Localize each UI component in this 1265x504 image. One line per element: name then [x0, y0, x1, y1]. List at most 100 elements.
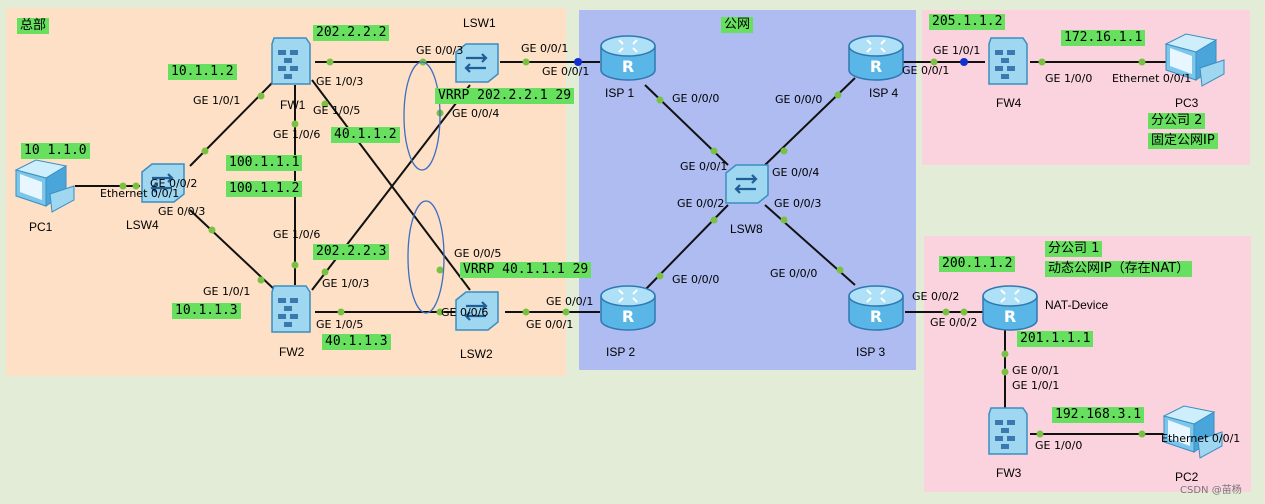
device-label-lsw1: LSW1 [463, 16, 496, 30]
link-isp4-lsw8 [764, 77, 856, 166]
zone-title-branch2-line1: 分公司 2 [1148, 113, 1206, 129]
port-label: GE 0/0/1 [1012, 364, 1060, 377]
port-label: GE 0/0/0 [672, 92, 720, 105]
address-label: 40.1.1.2 [331, 127, 400, 143]
port-label: GE 1/0/1 [193, 94, 241, 107]
port-label: GE 1/0/6 [273, 128, 321, 141]
address-label: 100.1.1.1 [226, 155, 303, 171]
port-label: GE 1/0/1 [203, 285, 251, 298]
port-label: GE 0/0/3 [158, 205, 206, 218]
port-label: GE 1/0/1 [933, 44, 981, 57]
zone-title-branch1-line1: 分公司 1 [1045, 241, 1103, 257]
device-label-isp3: ISP 3 [856, 345, 886, 359]
watermark: CSDN @苗杨 [1180, 485, 1242, 496]
device-label-pc3: PC3 [1175, 96, 1199, 110]
port-label: GE 0/0/4 [772, 166, 820, 179]
svg-text:R: R [1004, 307, 1016, 326]
address-label: 10.1.1.3 [172, 303, 241, 319]
address-label: 205.1.1.2 [929, 14, 1006, 30]
pc-icon[interactable] [12, 156, 76, 218]
port-label: GE 0/0/4 [452, 107, 500, 120]
vrrp-label: VRRP 202.2.2.1 29 [435, 88, 575, 104]
firewall-icon[interactable] [266, 284, 312, 334]
vrrp-label: VRRP 40.1.1.1 29 [460, 262, 592, 278]
device-label-pc2: PC2 [1175, 470, 1199, 484]
port-label: GE 0/0/3 [774, 197, 822, 210]
port-label: Ethernet 0/0/1 [1112, 72, 1192, 85]
port-label: GE 1/0/5 [316, 318, 364, 331]
address-label: 192.168.3.1 [1052, 407, 1145, 423]
port-label: GE 1/0/0 [1045, 72, 1093, 85]
svg-text:R: R [870, 57, 882, 76]
address-label: 10 1.1.0 [21, 143, 90, 159]
zone-title-internet: 公网 [721, 17, 754, 33]
port-label: GE 1/0/3 [322, 277, 370, 290]
device-label-isp2: ISP 2 [606, 345, 636, 359]
switch-icon[interactable] [138, 162, 188, 204]
zone-title-branch1-line2: 动态公网IP（存在NAT） [1045, 261, 1193, 277]
port-label: GE 1/0/6 [273, 228, 321, 241]
firewall-icon[interactable] [266, 36, 312, 86]
port-label: GE 0/0/1 [521, 42, 569, 55]
port-label: GE 0/0/2 [930, 316, 978, 329]
zone-title-hq: 总部 [17, 18, 50, 34]
vrrp-group-ellipse-bottom [407, 200, 445, 314]
switch-icon[interactable] [722, 163, 772, 205]
device-label-fw3: FW3 [996, 466, 1022, 480]
router-icon[interactable]: R [979, 284, 1041, 334]
device-label-pc1: PC1 [29, 220, 53, 234]
device-label-fw1: FW1 [280, 98, 306, 112]
firewall-icon[interactable] [983, 36, 1029, 86]
port-label: GE 0/0/2 [150, 177, 198, 190]
address-label: 100.1.1.2 [226, 181, 303, 197]
router-icon[interactable]: R [845, 34, 907, 84]
router-icon[interactable]: R [597, 34, 659, 84]
device-label-lsw2: LSW2 [460, 347, 493, 361]
port-label: GE 1/0/1 [1012, 379, 1060, 392]
address-label: 202.2.2.2 [313, 25, 390, 41]
port-label: GE 0/0/6 [441, 306, 489, 319]
port-label: GE 1/0/3 [316, 75, 364, 88]
device-label-nat: NAT-Device [1045, 298, 1109, 312]
port-label: GE 0/0/2 [677, 197, 725, 210]
switch-icon[interactable] [452, 42, 502, 84]
port-label: GE 0/0/1 [542, 65, 590, 78]
port-label: GE 0/0/5 [454, 247, 502, 260]
port-label: GE 0/0/0 [770, 267, 818, 280]
zone-title-branch2-line2: 固定公网IP [1148, 133, 1218, 149]
port-label: Ethernet 0/0/1 [100, 187, 180, 200]
svg-text:R: R [870, 307, 882, 326]
firewall-icon[interactable] [983, 406, 1029, 456]
address-label: 40.1.1.3 [322, 334, 391, 350]
port-label: GE 0/0/3 [416, 44, 464, 57]
port-label: Ethernet 0/0/1 [1161, 432, 1241, 445]
port-label: GE 0/0/0 [672, 273, 720, 286]
address-label: 202.2.2.3 [313, 244, 390, 260]
svg-text:R: R [622, 307, 634, 326]
port-label: GE 0/0/2 [912, 290, 960, 303]
port-label: GE 0/0/0 [775, 93, 823, 106]
address-label: 172.16.1.1 [1061, 30, 1146, 46]
pc-icon[interactable] [1160, 402, 1224, 464]
address-label: 10.1.1.2 [168, 64, 237, 80]
device-label-isp1: ISP 1 [605, 86, 635, 100]
port-label: GE 1/0/5 [313, 104, 361, 117]
device-label-fw4: FW4 [996, 96, 1022, 110]
router-icon[interactable]: R [597, 284, 659, 334]
switch-icon[interactable] [452, 290, 502, 332]
port-label: GE 0/0/1 [902, 64, 950, 77]
port-label: GE 1/0/0 [1035, 439, 1083, 452]
device-label-fw2: FW2 [279, 345, 305, 359]
device-label-isp4: ISP 4 [869, 86, 899, 100]
device-label-lsw4: LSW4 [126, 218, 159, 232]
vrrp-group-ellipse-top [403, 61, 441, 171]
port-label: GE 0/0/1 [680, 160, 728, 173]
port-label: GE 0/0/1 [526, 318, 574, 331]
router-icon[interactable]: R [845, 284, 907, 334]
pc-icon[interactable] [1162, 30, 1226, 92]
device-label-lsw8: LSW8 [730, 222, 763, 236]
svg-text:R: R [622, 57, 634, 76]
address-label: 200.1.1.2 [939, 256, 1016, 272]
port-label: GE 0/0/1 [546, 295, 594, 308]
address-label: 201.1.1.1 [1017, 331, 1094, 347]
